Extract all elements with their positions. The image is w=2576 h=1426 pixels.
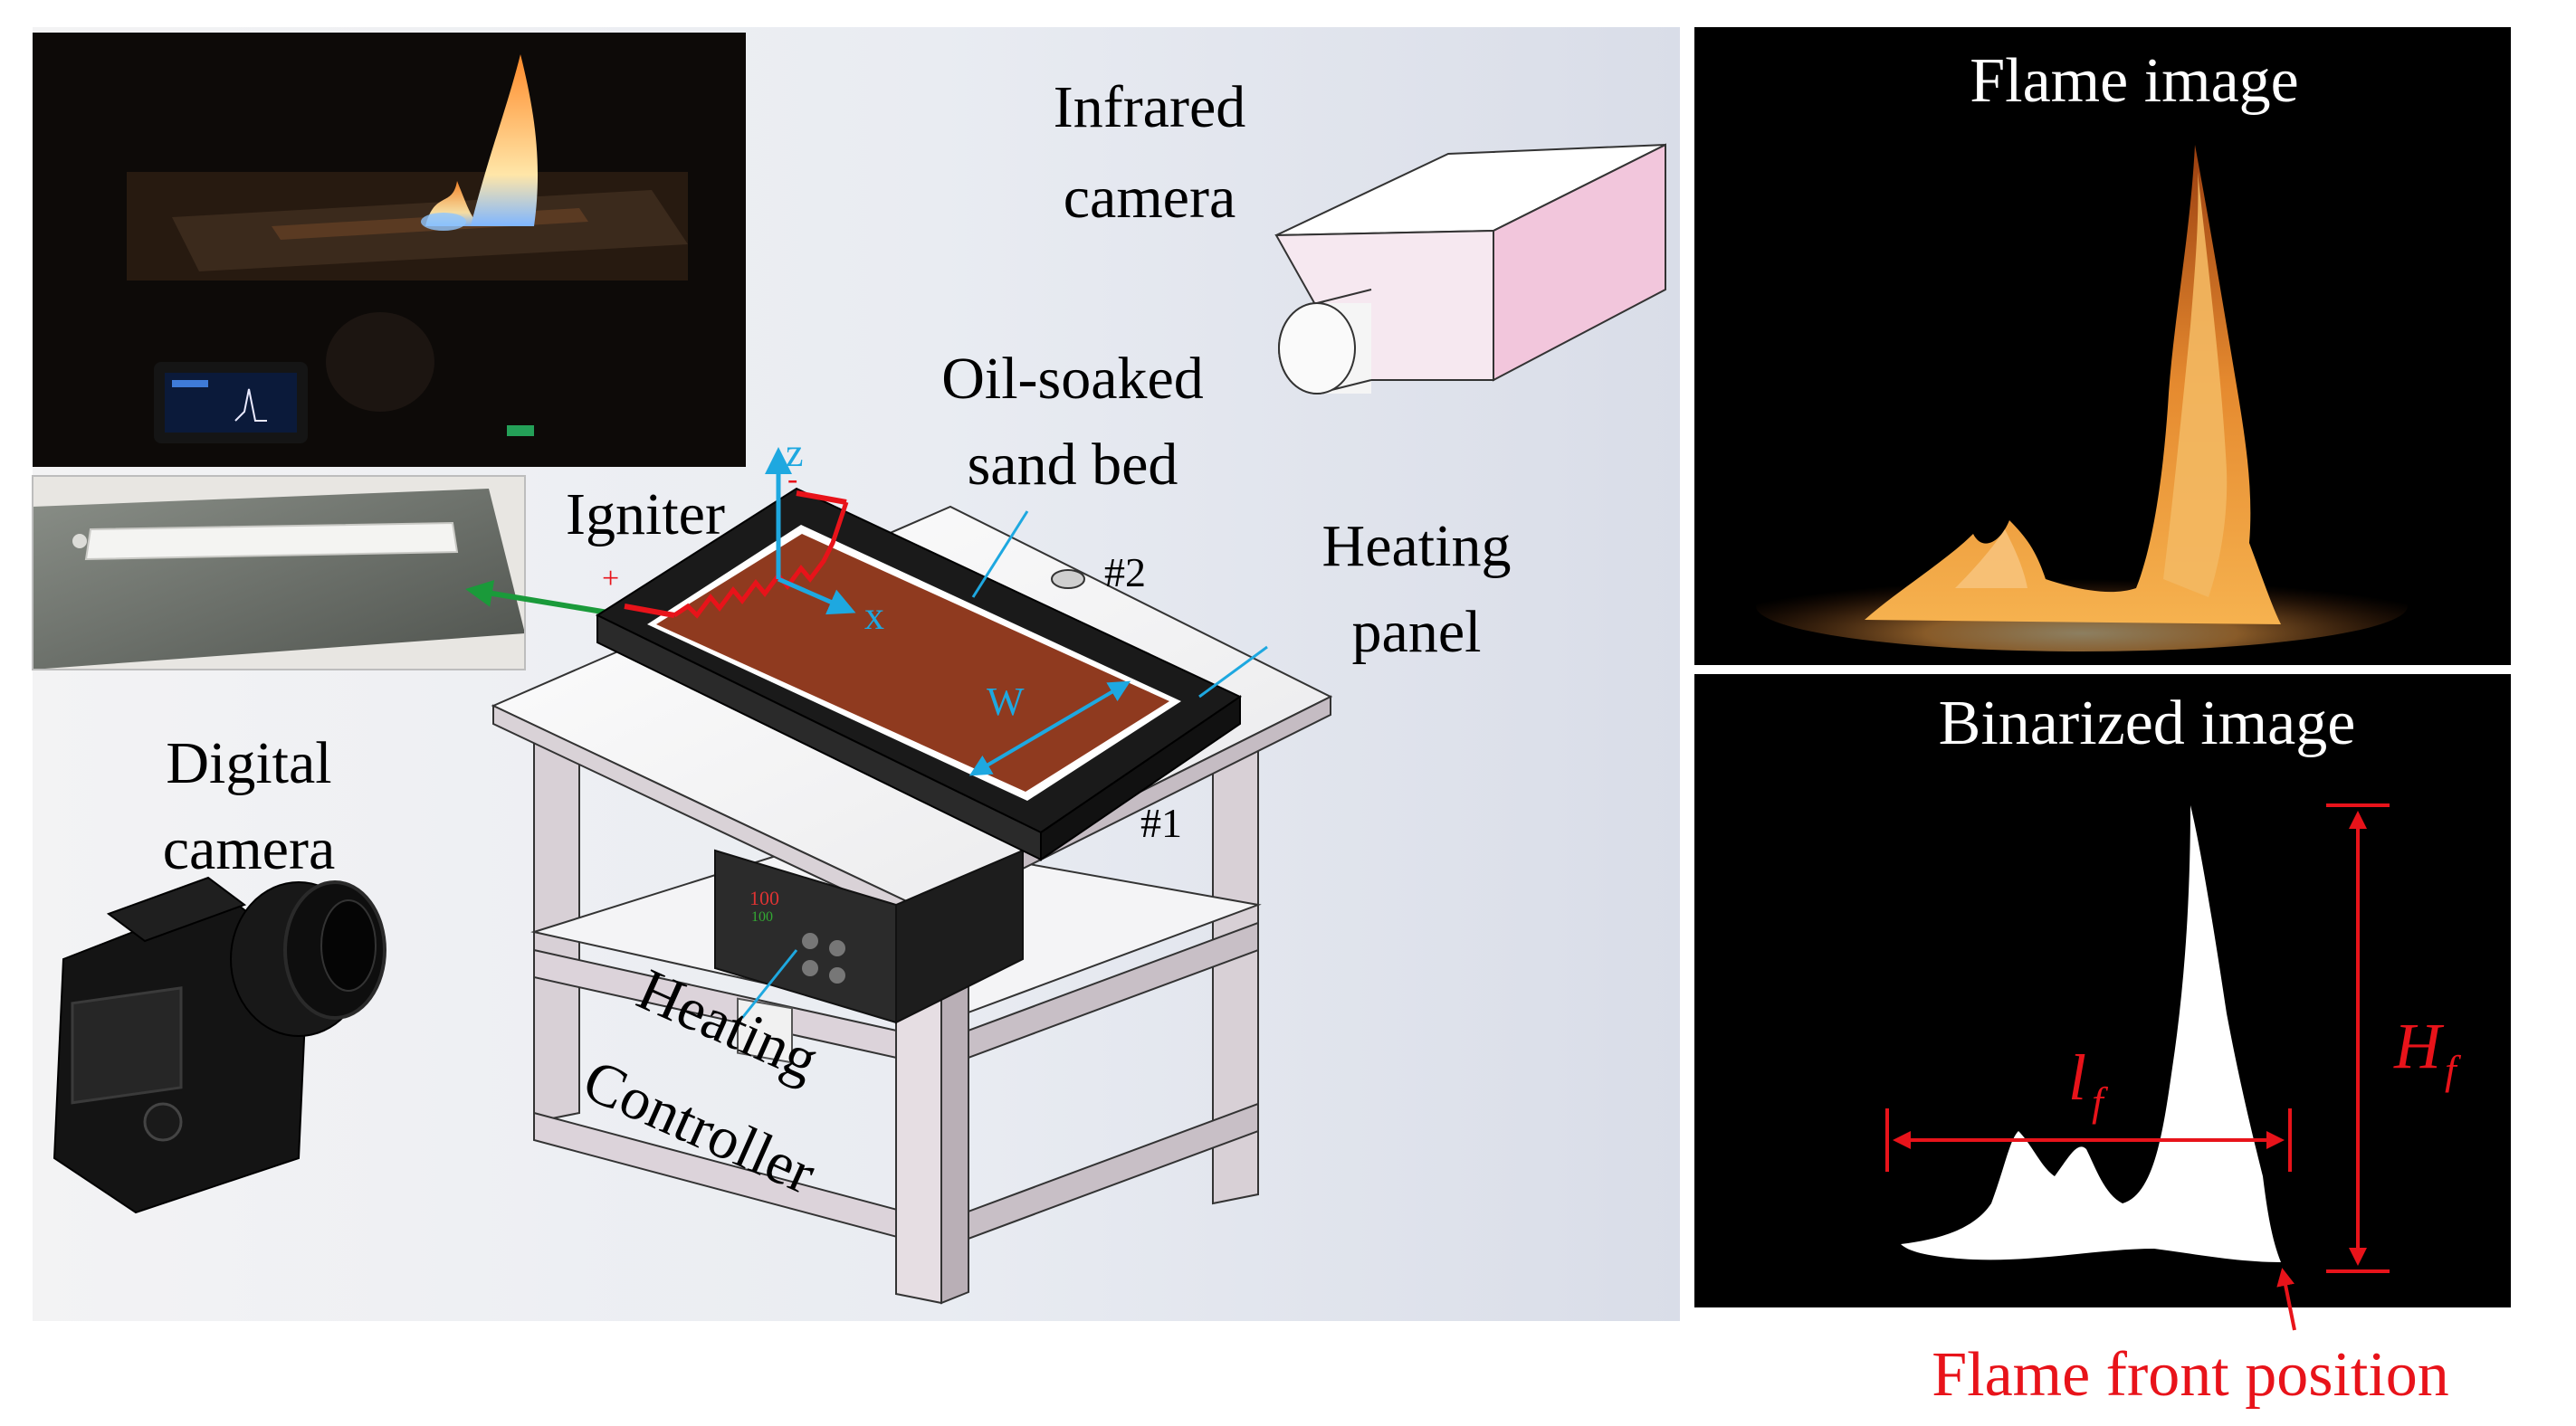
axis-x-label: x <box>864 594 884 638</box>
thermocouple-2-label: #2 <box>1104 549 1146 595</box>
digital-camera-model <box>52 876 386 1214</box>
table-model: 100 100 <box>491 505 1333 1305</box>
thermocouple-2-port <box>1051 569 1085 589</box>
oil-soaked-label-line1: Oil-soaked <box>941 346 1204 412</box>
axis-z-label: z <box>786 431 804 475</box>
flame-front-arrow <box>2276 1268 2296 1331</box>
thermocouple-1-label: #1 <box>1140 800 1182 846</box>
igniter-minus-sign: - <box>787 462 797 496</box>
digital-camera-label-line1: Digital <box>166 730 331 796</box>
igniter-coil <box>624 490 849 619</box>
flame-image-title: Flame image <box>1970 46 2299 116</box>
igniter-plus-sign: + <box>602 562 619 595</box>
sample-pointer-arrow <box>465 580 625 618</box>
binarized-image-title: Binarized image <box>1939 689 2356 758</box>
igniter-label: Igniter <box>566 481 725 547</box>
experiment-photo <box>33 33 746 467</box>
infrared-camera-label-line1: Infrared <box>1054 74 1246 140</box>
infrared-camera-model <box>1274 143 1666 395</box>
sample-photo <box>32 475 526 670</box>
controller-leader-line <box>740 949 798 1019</box>
controller-display-bottom: 100 <box>751 909 773 925</box>
heating-panel-label-line1: Heating <box>1322 513 1512 579</box>
flame-image-panel: Flame image <box>1694 27 2511 665</box>
heating-panel-leader-line <box>1198 645 1268 699</box>
oil-soaked-leader-line <box>971 510 1029 598</box>
controller-display-top: 100 <box>749 887 779 909</box>
oil-soaked-label-line2: sand bed <box>968 432 1178 498</box>
flame-front-position-label: Flame front position <box>1932 1340 2449 1410</box>
infrared-camera-label-line2: camera <box>1064 165 1236 231</box>
heating-panel-label-line2: panel <box>1352 599 1482 665</box>
digital-camera-label-line2: camera <box>163 816 336 882</box>
coordinate-axes: z x <box>765 431 884 638</box>
width-symbol: W <box>987 680 1025 724</box>
width-dimension: W <box>968 680 1131 776</box>
